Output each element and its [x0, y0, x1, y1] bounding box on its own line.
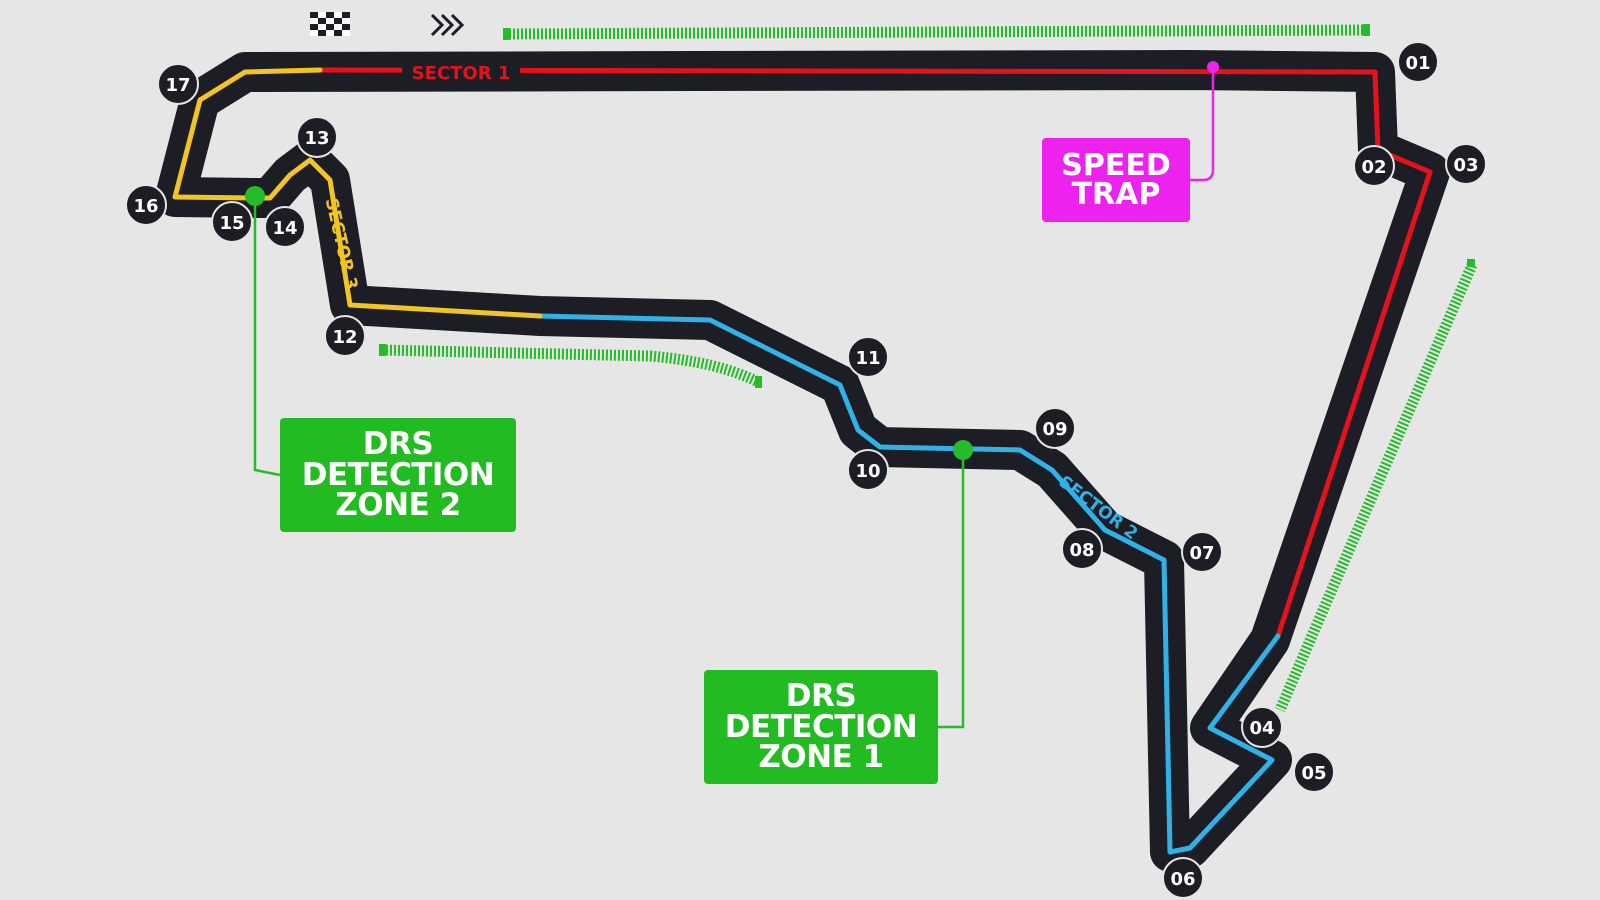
sector-1-label-bg	[402, 57, 520, 85]
turn-marker: 01	[1397, 41, 1439, 83]
turn-marker: 16	[125, 184, 167, 226]
drs-zone-stadium-end	[755, 376, 762, 388]
turn-marker-circle	[125, 184, 167, 226]
turn-number: 09	[1042, 419, 1067, 440]
drs2-connector	[253, 196, 281, 477]
turn-number: 11	[855, 348, 880, 369]
drs-zone-stadium-start	[379, 344, 386, 356]
sector-3-line	[172, 67, 543, 319]
turn-marker: 02	[1353, 145, 1395, 187]
turn-marker-circle	[1445, 143, 1487, 185]
turn-marker: 10	[847, 449, 889, 491]
drs-detection-zone-2-label: DRS DETECTION ZONE 2	[280, 418, 516, 532]
turn-marker-circle	[1162, 857, 1204, 899]
turn-marker: 12	[324, 315, 366, 357]
turn-marker-circle	[1397, 41, 1439, 83]
turn-number: 17	[165, 75, 190, 96]
direction-chevrons-icon	[430, 13, 465, 37]
turn-number: 10	[855, 461, 880, 482]
callout-connectors	[253, 67, 1215, 729]
turn-marker: 04	[1241, 706, 1283, 748]
turn-marker-circle	[847, 449, 889, 491]
turn-marker-circle	[264, 206, 306, 248]
turn-marker: 17	[157, 63, 199, 105]
drs-zone-stadium	[381, 344, 763, 388]
drs-detection-zone-1-label: DRS DETECTION ZONE 1	[704, 670, 938, 784]
drs-zone-back-straight-start	[1467, 259, 1475, 267]
sector-2-line	[537, 313, 1281, 855]
turn-marker-circle	[324, 315, 366, 357]
speed-trap-label: SPEED TRAP	[1042, 138, 1190, 222]
turn-marker: 09	[1034, 407, 1076, 449]
turn-marker-circle	[1241, 706, 1283, 748]
turn-number: 15	[219, 213, 244, 234]
turn-marker: 06	[1162, 857, 1204, 899]
turn-marker: 15	[211, 201, 253, 243]
turn-marker: 14	[264, 206, 306, 248]
turn-marker-circle	[211, 201, 253, 243]
turn-marker: 07	[1181, 531, 1223, 573]
turn-number: 05	[1301, 763, 1326, 784]
turn-number: 06	[1170, 869, 1195, 890]
turn-marker: 05	[1293, 751, 1335, 793]
drs-zone-main-straight-start	[503, 28, 510, 40]
turn-markers: 01 02 03 04 05 06 07 08 09 10 11 12 13 14 15 16 17	[125, 41, 1487, 899]
turn-marker: 11	[847, 336, 889, 378]
turn-number: 12	[332, 327, 357, 348]
drs1-connector	[938, 450, 965, 729]
turn-number: 16	[133, 196, 158, 217]
drs-detection-point-1	[953, 440, 973, 460]
speed-trap-point	[1207, 61, 1219, 73]
drs-detection-point-2	[245, 186, 265, 206]
turn-number: 07	[1189, 543, 1214, 564]
speed-trap-connector	[1190, 67, 1215, 182]
drs-zones	[379, 24, 1478, 713]
turn-number: 01	[1405, 53, 1430, 74]
drs-zone-main-straight-end	[1363, 24, 1370, 36]
turn-marker-circle	[1353, 145, 1395, 187]
turn-marker: 13	[296, 116, 338, 158]
turn-marker-circle	[847, 336, 889, 378]
turn-marker-circle	[296, 116, 338, 158]
turn-marker-circle	[1034, 407, 1076, 449]
turn-marker-circle	[1181, 531, 1223, 573]
turn-marker-circle	[1293, 751, 1335, 793]
sector-1-label: SECTOR 1	[412, 63, 511, 84]
turn-number: 08	[1069, 540, 1094, 561]
turn-marker: 03	[1445, 143, 1487, 185]
drs-zone-main-straight	[504, 24, 1369, 40]
turn-number: 13	[304, 128, 329, 149]
turn-marker: 08	[1061, 528, 1103, 570]
turn-marker-circle	[1061, 528, 1103, 570]
drs-zone-back-straight	[1274, 262, 1478, 713]
checkered-flag-icon	[310, 12, 350, 36]
turn-number: 03	[1453, 155, 1478, 176]
turn-number: 14	[272, 218, 297, 239]
turn-number: 04	[1249, 718, 1274, 739]
turn-number: 02	[1361, 157, 1386, 178]
turn-marker-circle	[157, 63, 199, 105]
